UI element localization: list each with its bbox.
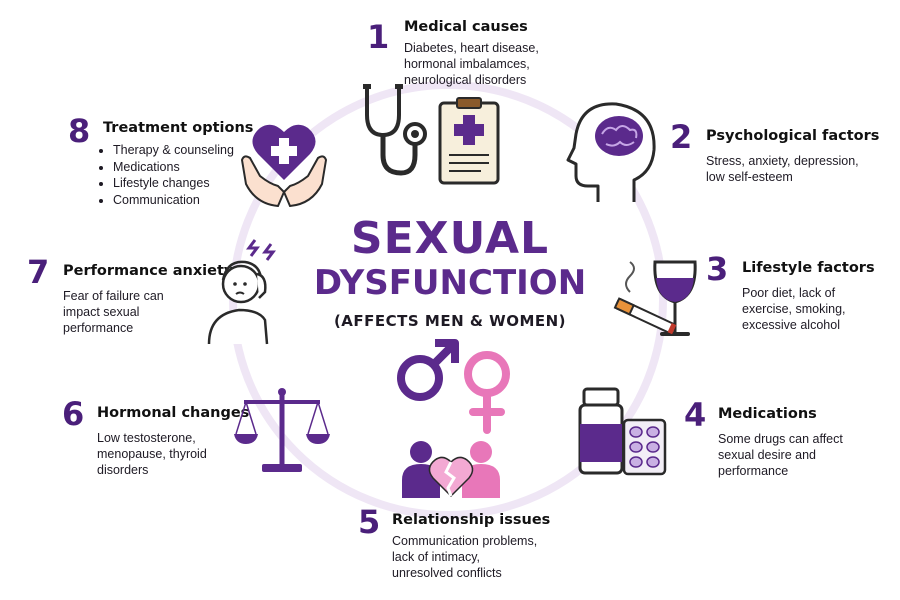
list-item: Medications	[113, 159, 234, 176]
cigarette-icon	[613, 261, 677, 335]
list-item: Therapy & counseling	[113, 142, 234, 159]
female-symbol-icon	[464, 351, 510, 434]
item-description: Fear of failure can impact sexual perfor…	[63, 289, 164, 335]
list-item: Lifestyle changes	[113, 175, 234, 192]
stethoscope-icon	[363, 84, 427, 176]
item-description: Some drugs can affect sexual desire and …	[718, 432, 843, 478]
treatment-list: Therapy & counseling Medications Lifesty…	[99, 142, 234, 208]
clipboard-icon	[438, 97, 500, 185]
anxious-person-icon	[207, 239, 276, 345]
item-heading: Hormonal changes	[97, 405, 250, 421]
item-description: Low testosterone, menopause, thyroid dis…	[97, 431, 207, 477]
item-heading: Performance anxiety	[63, 263, 234, 279]
item-number: 8	[68, 112, 91, 150]
couple-broken-heart-icon	[402, 441, 500, 498]
item-number: 3	[706, 250, 729, 288]
item-heading: Relationship issues	[392, 512, 551, 528]
item-description: Poor diet, lack of exercise, smoking, ex…	[742, 286, 846, 332]
title-line-1: SEXUAL	[350, 213, 550, 264]
item-number: 7	[27, 253, 50, 291]
item-number: 6	[62, 395, 85, 433]
subtitle: (AFFECTS MEN & WOMEN)	[333, 312, 567, 330]
blister-pack-icon	[622, 418, 667, 476]
item-heading: Treatment options	[103, 120, 254, 136]
item-description: Stress, anxiety, depression, low self-es…	[706, 154, 859, 184]
male-symbol-icon	[397, 339, 459, 401]
balance-scale-icon	[234, 388, 330, 472]
list-item: Communication	[113, 192, 234, 209]
item-heading: Lifestyle factors	[742, 260, 875, 276]
pill-bottle-icon	[578, 387, 624, 475]
wine-glass-icon	[653, 260, 697, 336]
item-number: 2	[670, 118, 693, 156]
item-heading: Medical causes	[404, 19, 528, 35]
item-heading: Psychological factors	[706, 128, 880, 144]
item-number: 1	[367, 18, 390, 56]
title-line-2: DYSFUNCTION	[313, 263, 587, 303]
center-title-block: SEXUAL DYSFUNCTION (AFFECTS MEN & WOMEN)	[300, 213, 600, 331]
head-brain-icon	[566, 102, 656, 202]
item-number: 4	[684, 396, 707, 434]
item-description: Communication problems, lack of intimacy…	[392, 534, 538, 580]
hands-heart-icon	[240, 124, 328, 208]
item-description: Diabetes, heart disease, hormonal imbala…	[404, 41, 539, 87]
item-heading: Medications	[718, 406, 817, 422]
item-number: 5	[358, 503, 381, 541]
